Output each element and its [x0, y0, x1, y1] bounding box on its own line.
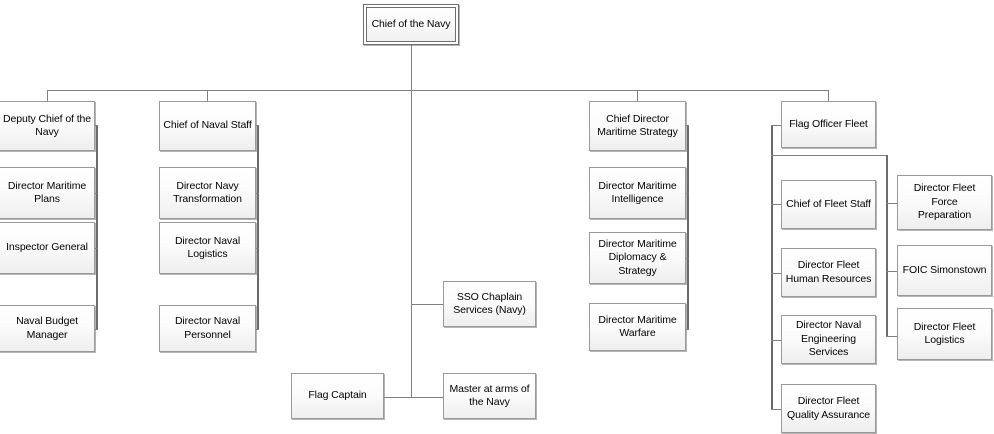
node-director-naval-engineering-services[interactable]: Director Naval Engineering Services	[781, 315, 876, 364]
connector-fleet-stub-human-resources	[771, 273, 783, 274]
node-director-naval-logistics[interactable]: Director Naval Logistics	[159, 222, 256, 274]
connector-fleet-right-column-trunk	[886, 155, 888, 337]
node-director-maritime-plans[interactable]: Director Maritime Plans	[0, 167, 95, 219]
connector-maritime-strategy-column-trunk	[687, 125, 689, 329]
node-label: Director Naval Logistics	[174, 234, 241, 260]
node-label: Chief of Fleet Staff	[786, 197, 871, 210]
node-sso-chaplain-services-navy[interactable]: SSO Chaplain Services (Navy)	[443, 281, 536, 327]
node-chief-director-maritime-strategy[interactable]: Chief Director Maritime Strategy	[589, 101, 686, 151]
connector-fleet-stub-quality-assurance	[771, 409, 783, 410]
connector-fleet-stub-chief-of-fleet-staff	[771, 204, 783, 205]
node-chief-of-fleet-staff[interactable]: Chief of Fleet Staff	[781, 180, 876, 229]
connector-fleet-stub-flag-officer	[771, 125, 783, 126]
connector-centre-to-sso	[411, 304, 444, 305]
connector-naval-staff-column-trunk	[257, 125, 259, 329]
node-director-naval-personnel[interactable]: Director Naval Personnel	[159, 305, 256, 352]
node-label: Deputy Chief of the Navy	[3, 112, 91, 138]
node-label: Director Navy Transformation	[173, 179, 242, 205]
node-label: Director Fleet Force Preparation	[913, 182, 976, 222]
connector-fleet-right-stub-force-preparation	[886, 203, 898, 204]
node-deputy-chief-of-the-navy[interactable]: Deputy Chief of the Navy	[0, 101, 95, 151]
node-director-maritime-intelligence[interactable]: Director Maritime Intelligence	[589, 167, 686, 219]
node-label: Director Naval Personnel	[174, 315, 241, 341]
node-inspector-general[interactable]: Inspector General	[0, 222, 95, 274]
node-label: Director Naval Engineering Services	[795, 319, 862, 359]
node-label: Director Fleet Human Resources	[785, 259, 872, 285]
node-chief-of-the-navy[interactable]: Chief of the Navy	[363, 4, 459, 45]
node-director-navy-transformation[interactable]: Director Navy Transformation	[159, 167, 256, 219]
node-chief-of-naval-staff[interactable]: Chief of Naval Staff	[159, 101, 256, 151]
connector-main-bus	[47, 90, 828, 91]
node-director-fleet-logistics[interactable]: Director Fleet Logistics	[897, 308, 992, 360]
node-director-fleet-quality-assurance[interactable]: Director Fleet Quality Assurance	[781, 384, 876, 433]
node-director-fleet-force-preparation[interactable]: Director Fleet Force Preparation	[897, 175, 992, 230]
node-flag-officer-fleet[interactable]: Flag Officer Fleet	[781, 101, 876, 148]
node-label: Director Maritime Plans	[7, 179, 87, 205]
connector-centre-to-master-at-arms	[411, 397, 444, 398]
connector-fleet-right-stub-foic-simonstown	[886, 271, 898, 272]
node-label: Chief of the Navy	[371, 17, 451, 30]
connector-root-stem	[411, 45, 412, 91]
node-label: Chief of Naval Staff	[163, 119, 252, 132]
connector-fleet-column-trunk	[771, 125, 773, 410]
node-label: Director Fleet Logistics	[913, 320, 976, 346]
node-label: Director Maritime Warfare	[598, 313, 677, 339]
node-foic-simonstown[interactable]: FOIC Simonstown	[897, 245, 992, 296]
node-label: Chief Director Maritime Strategy	[597, 112, 678, 138]
connector-centre-trunk	[411, 90, 412, 398]
connector-fleet-right-stub-fleet-logistics	[886, 336, 898, 337]
node-label: FOIC Simonstown	[902, 263, 987, 276]
node-label: Inspector General	[6, 241, 88, 254]
node-label: Naval Budget Manager	[16, 315, 78, 341]
node-director-maritime-warfare[interactable]: Director Maritime Warfare	[589, 303, 686, 351]
connector-drop-chief-director-maritime-strategy	[637, 90, 638, 102]
connector-drop-chief-naval-staff	[207, 90, 208, 102]
node-naval-budget-manager[interactable]: Naval Budget Manager	[0, 305, 95, 352]
node-label: Director Fleet Quality Assurance	[787, 395, 870, 421]
node-director-maritime-diplomacy-strategy[interactable]: Director Maritime Diplomacy & Strategy	[589, 232, 686, 284]
node-label: Flag Officer Fleet	[789, 117, 868, 130]
connector-fleet-subbranch-bus	[771, 155, 887, 156]
node-flag-captain[interactable]: Flag Captain	[291, 373, 384, 419]
node-label: Flag Captain	[308, 389, 367, 402]
node-label: Director Maritime Diplomacy & Strategy	[598, 237, 677, 277]
connector-deputy-column-trunk	[96, 125, 98, 329]
node-label: SSO Chaplain Services (Navy)	[453, 290, 526, 316]
node-director-fleet-human-resources[interactable]: Director Fleet Human Resources	[781, 248, 876, 297]
connector-drop-flag-officer-fleet	[828, 90, 829, 102]
connector-drop-deputy-chief	[47, 90, 48, 102]
node-label: Director Maritime Intelligence	[598, 179, 677, 205]
node-master-at-arms-of-the-navy[interactable]: Master at arms of the Navy	[443, 373, 536, 419]
connector-fleet-stub-engineering-services	[771, 340, 783, 341]
node-label: Master at arms of the Navy	[449, 382, 530, 408]
